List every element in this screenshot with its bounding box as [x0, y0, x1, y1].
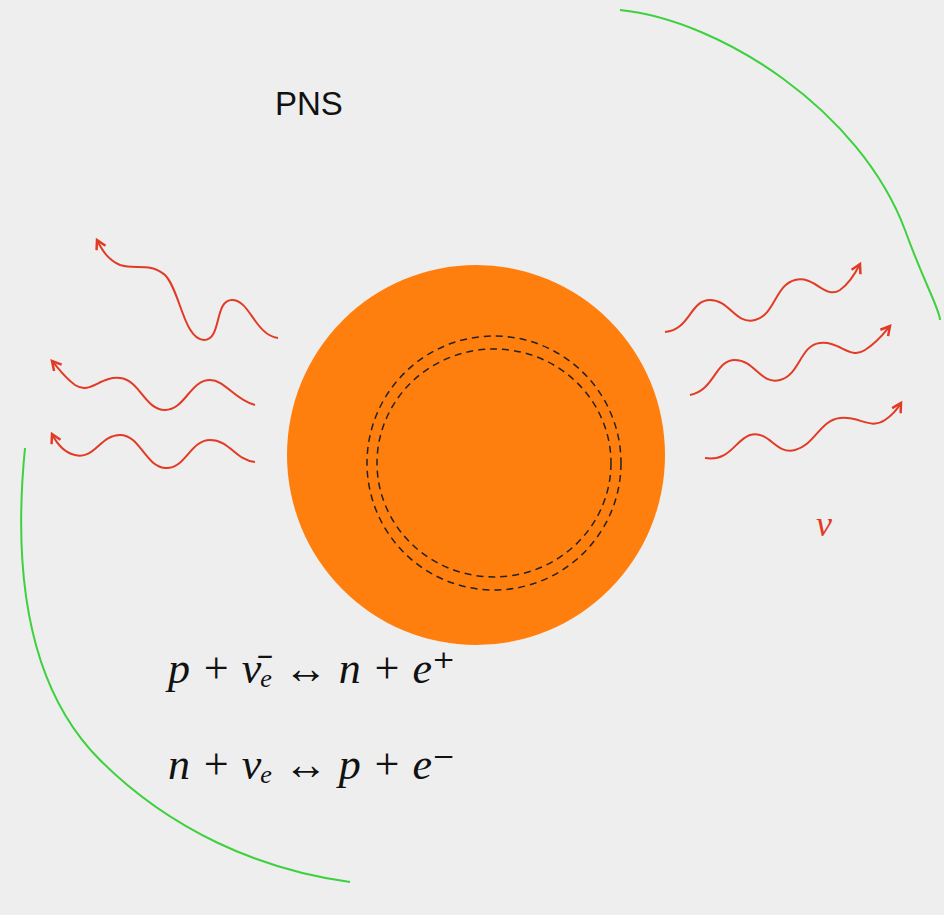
sphere-outline: [287, 265, 665, 645]
reaction-equation: p + ν̄ₑ ↔ n + e⁺: [168, 642, 455, 694]
node-label: PNS: [275, 85, 343, 123]
dashed-shell: [367, 336, 621, 590]
neutrino-symbol: ν: [816, 503, 832, 545]
neutrino-wave: [665, 264, 860, 332]
pns-sphere: PNS: [287, 265, 665, 645]
neutrino-wave: [52, 434, 255, 468]
neutrino-wave: [690, 326, 890, 395]
neutrino-wave: [97, 240, 278, 340]
dashed-shell: [377, 349, 611, 577]
boundary-arc: [620, 10, 940, 320]
neutrino-wave: [52, 361, 255, 410]
sphere-fill: [287, 265, 665, 645]
neutrino-wave: [705, 403, 901, 458]
reaction-equation: n + νₑ ↔ p + e⁻: [168, 738, 455, 790]
